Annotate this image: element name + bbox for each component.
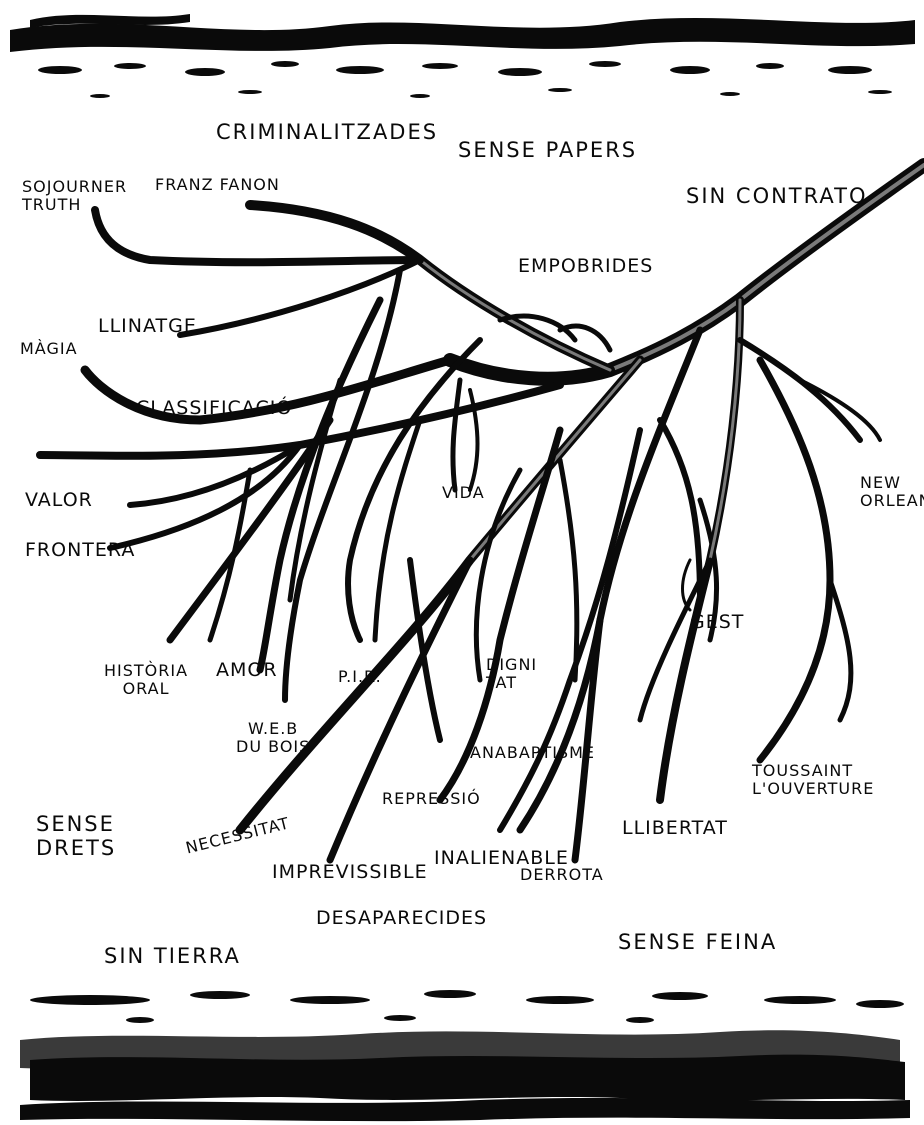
- word-criminalitzades: CRIMINALITZADES: [216, 120, 438, 144]
- word-valor: VALOR: [25, 490, 93, 512]
- word-empobrides: EMPOBRIDES: [518, 256, 653, 278]
- word-new-orleans-line2: ORLEANS: [860, 492, 924, 510]
- word-pir: P.I.R.: [338, 668, 382, 686]
- word-web-line1: W.E.B: [236, 720, 310, 738]
- word-repressio: REPRESSIÓ: [382, 790, 481, 808]
- word-amor: AMOR: [216, 660, 278, 682]
- word-toussaint: TOUSSAINT L'OUVERTURE: [752, 762, 874, 799]
- word-historia-line2: ORAL: [104, 680, 188, 698]
- word-dignitat-line2: TAT: [486, 674, 537, 692]
- word-vida: VIDA: [442, 484, 485, 502]
- word-anabaptisme: ANABAPTISME: [470, 744, 595, 762]
- word-gest: GEST: [690, 612, 744, 634]
- word-dignitat: DIGNI TAT: [486, 656, 537, 693]
- word-sense-feina: SENSE FEINA: [618, 930, 777, 954]
- word-sojourner-truth: SOJOURNER TRUTH: [22, 178, 127, 215]
- word-sense-drets: SENSE DRETS: [36, 812, 116, 860]
- top-ground: [10, 14, 915, 98]
- word-desaparecides: DESAPARECIDES: [316, 908, 487, 930]
- word-dignitat-line1: DIGNI: [486, 656, 537, 674]
- word-new-orleans: NEW ORLEANS: [860, 474, 924, 511]
- bottom-ground: [20, 990, 910, 1121]
- word-classificacio: CLASSIFICACIÓ: [136, 398, 292, 420]
- word-toussaint-line1: TOUSSAINT: [752, 762, 874, 780]
- word-new-orleans-line1: NEW: [860, 474, 924, 492]
- word-sense-papers: SENSE PAPERS: [458, 138, 637, 162]
- word-web-line2: DU BOIS: [236, 738, 310, 756]
- word-historia-line1: HISTÒRIA: [104, 662, 188, 680]
- word-sojourner-line1: SOJOURNER: [22, 178, 127, 196]
- word-llinatge: LLINATGE: [98, 316, 197, 338]
- word-magia: MÀGIA: [20, 340, 78, 358]
- word-toussaint-line2: L'OUVERTURE: [752, 780, 874, 798]
- word-frontera: FRONTERA: [25, 540, 135, 562]
- word-sojourner-line2: TRUTH: [22, 196, 127, 214]
- word-franz-fanon: FRANZ FANON: [155, 176, 280, 194]
- word-llibertat: LLIBERTAT: [622, 818, 728, 840]
- word-web-dubois: W.E.B DU BOIS: [236, 720, 310, 757]
- word-historia-oral: HISTÒRIA ORAL: [104, 662, 188, 699]
- word-derrota: DERROTA: [520, 866, 604, 884]
- word-imprevissible: IMPREVISSIBLE: [272, 862, 428, 884]
- word-sin-contrato: SIN CONTRATO: [686, 184, 867, 208]
- word-sense-drets-line2: DRETS: [36, 836, 116, 860]
- word-sin-tierra: SIN TIERRA: [104, 944, 241, 968]
- word-sense-drets-line1: SENSE: [36, 812, 116, 836]
